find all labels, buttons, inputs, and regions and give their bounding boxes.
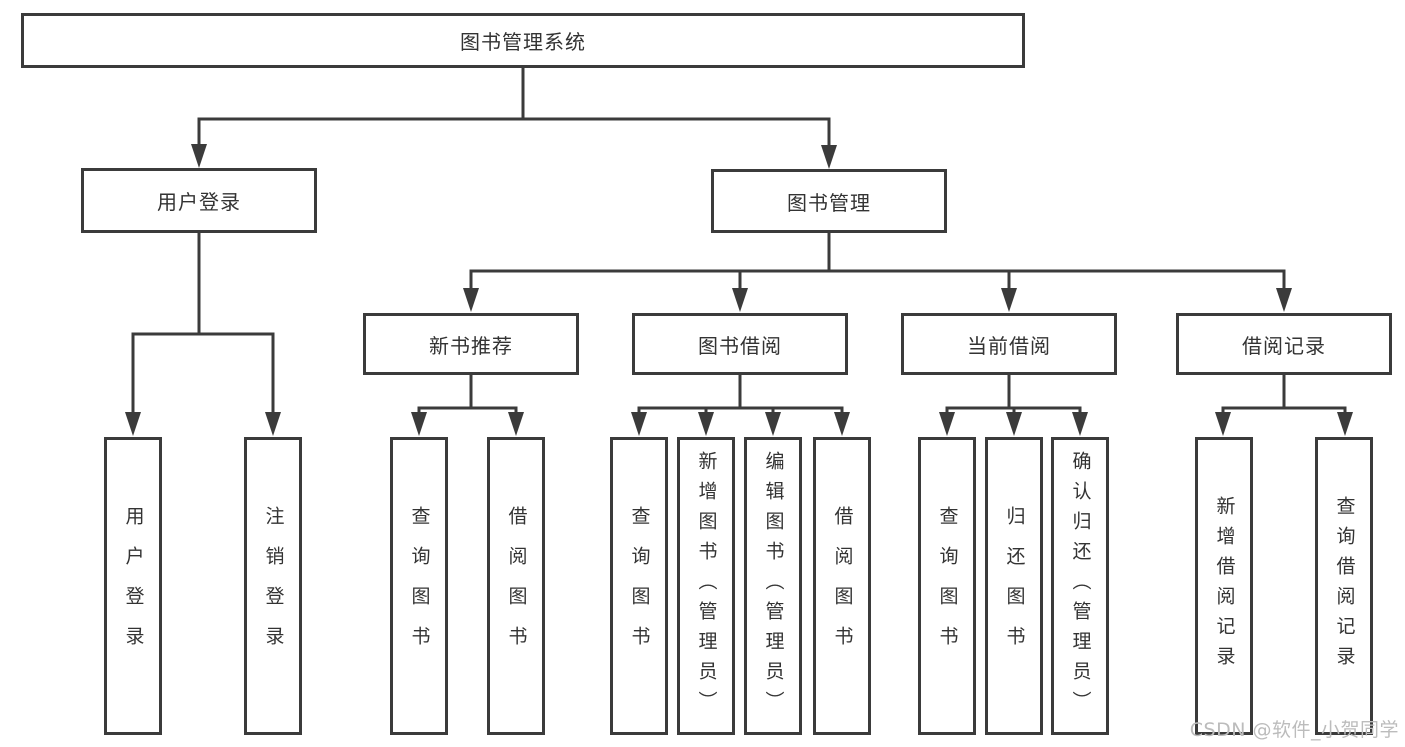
node-label: 借阅图书 (831, 506, 854, 666)
connector-user-login (125, 233, 281, 436)
node-user-login-leaf: 用户登录 (104, 437, 162, 735)
node-label: 当前借阅 (967, 333, 1051, 358)
node-book-borrow: 图书借阅 (632, 313, 848, 375)
node-label: 新书推荐 (429, 333, 513, 358)
node-label: 借阅图书 (505, 506, 528, 666)
node-label: 图书借阅 (698, 333, 782, 358)
node-add-borrow-record: 新增借阅记录 (1195, 437, 1253, 735)
connector-current-borrow (939, 375, 1088, 436)
connector-book-mgmt (463, 233, 1292, 312)
node-label: 借阅记录 (1242, 333, 1326, 358)
node-label: 图书管理系统 (460, 30, 586, 54)
node-label: 新增借阅记录 (1213, 496, 1236, 676)
node-add-books-admin: 新增图书（管理员） (677, 437, 735, 735)
node-borrow-records: 借阅记录 (1176, 313, 1392, 375)
node-label: 用户登录 (157, 190, 241, 214)
node-current-borrow: 当前借阅 (901, 313, 1117, 375)
node-borrow-books-2: 借阅图书 (813, 437, 871, 735)
connector-new-books (411, 375, 524, 436)
node-label: 注销登录 (262, 506, 285, 666)
node-label: 用户登录 (122, 506, 145, 666)
node-return-books: 归还图书 (985, 437, 1043, 735)
connector-root (191, 68, 837, 169)
node-label: 图书管理 (787, 190, 871, 215)
node-query-books-2: 查询图书 (610, 437, 668, 735)
node-new-books: 新书推荐 (363, 313, 579, 375)
node-book-mgmt: 图书管理 (711, 169, 947, 233)
node-label: 编辑图书（管理员） (762, 451, 785, 721)
node-query-books-3: 查询图书 (918, 437, 976, 735)
node-borrow-books-1: 借阅图书 (487, 437, 545, 735)
node-label: 新增图书（管理员） (695, 451, 718, 721)
node-label: 确认归还（管理员） (1069, 451, 1092, 721)
connector-book-borrow (631, 375, 850, 436)
node-label: 查询图书 (408, 506, 431, 666)
node-query-books-1: 查询图书 (390, 437, 448, 735)
node-label: 查询图书 (628, 506, 651, 666)
csdn-watermark: CSDN @软件_小贺同学 (1189, 719, 1399, 741)
connector-borrow-records (1215, 375, 1353, 436)
node-library-system: 图书管理系统 (21, 13, 1025, 68)
node-logout: 注销登录 (244, 437, 302, 735)
node-label: 查询图书 (936, 506, 959, 666)
node-label: 归还图书 (1003, 506, 1026, 666)
node-confirm-return-admin: 确认归还（管理员） (1051, 437, 1109, 735)
node-label: 查询借阅记录 (1333, 496, 1356, 676)
node-edit-books-admin: 编辑图书（管理员） (744, 437, 802, 735)
node-user-login: 用户登录 (81, 168, 317, 233)
node-query-borrow-record: 查询借阅记录 (1315, 437, 1373, 735)
